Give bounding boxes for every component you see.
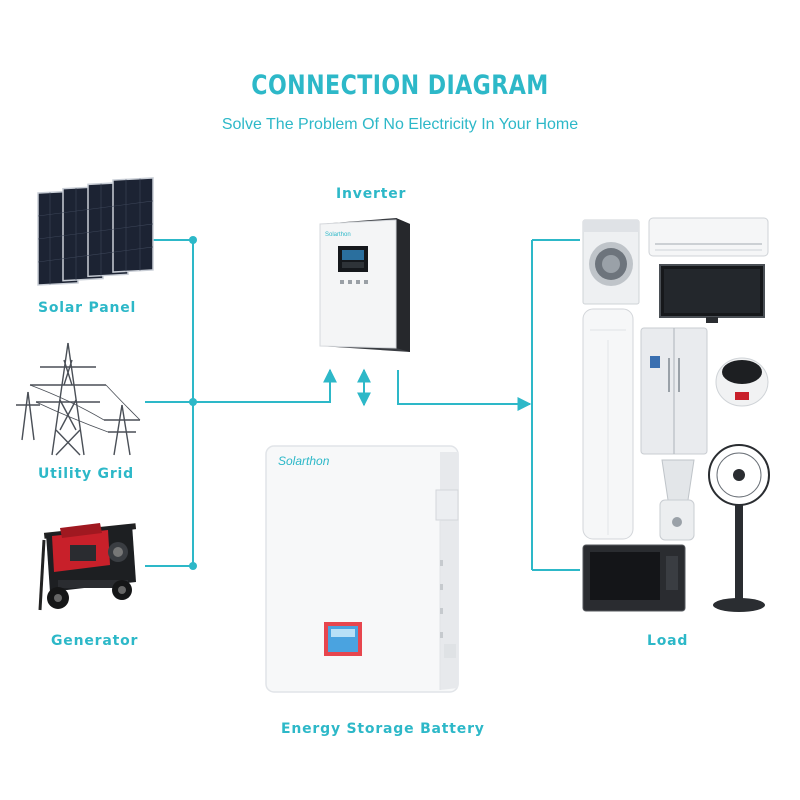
blender-icon — [659, 459, 695, 541]
generator-icon — [38, 523, 137, 611]
solar-panel-label: Solar Panel — [38, 300, 137, 316]
utility-grid-label: Utility Grid — [38, 466, 134, 482]
washing-machine-icon — [582, 219, 640, 305]
air-conditioner-icon — [648, 217, 769, 257]
junction-dots — [189, 236, 197, 570]
junction-dot — [189, 398, 197, 406]
fan-icon — [708, 444, 770, 612]
rice-cooker-icon — [715, 357, 769, 407]
diagram-subtitle: Solve The Problem Of No Electricity In Y… — [221, 116, 579, 133]
inverter-icon — [319, 218, 410, 352]
junction-dot — [189, 562, 197, 570]
load-label: Load — [647, 633, 689, 649]
inverter-label: Inverter — [336, 186, 407, 202]
battery-brand: Solarthon — [278, 454, 330, 468]
microwave-icon — [582, 544, 686, 612]
diagram-title: CONNECTION DIAGRAM — [251, 70, 549, 101]
source-to-inverter-arrow — [193, 368, 337, 403]
generator-label: Generator — [51, 633, 139, 649]
tower-air-conditioner-icon — [582, 308, 634, 540]
connection-lines — [145, 239, 580, 571]
junction-dot — [189, 236, 197, 244]
refrigerator-icon — [640, 327, 708, 455]
utility-grid-icon — [16, 342, 141, 456]
inverter-to-load-arrow — [397, 370, 532, 411]
battery-label: Energy Storage Battery — [281, 721, 485, 737]
inverter-brand: Solarthon — [325, 232, 351, 238]
television-icon — [659, 264, 765, 323]
battery-icon — [265, 445, 459, 693]
solar-panel-icon — [37, 177, 154, 286]
